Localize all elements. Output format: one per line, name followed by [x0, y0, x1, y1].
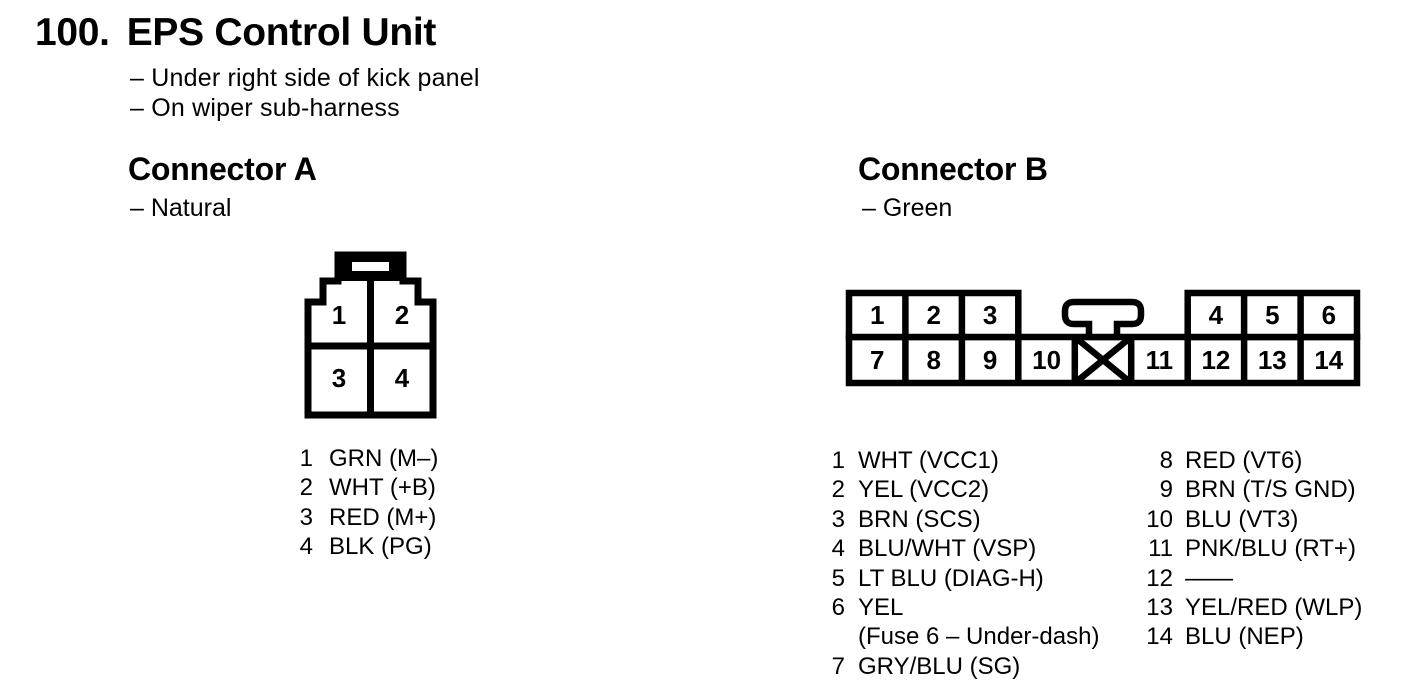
pin-row-b10: 10 BLU (VT3)	[1142, 505, 1362, 534]
pin-row-b8: 8 RED (VT6)	[1142, 446, 1362, 475]
pin-wire-label: BRN (T/S GND)	[1185, 476, 1356, 504]
pin-wire-label: YEL	[858, 594, 904, 622]
pin-number: 3	[831, 505, 845, 533]
pin-number: 14	[1146, 623, 1173, 651]
location-note-1: – Under right side of kick panel	[130, 64, 480, 92]
connector-b-cavity-7: 7	[870, 345, 884, 375]
pin-number: 2	[831, 476, 845, 504]
pin-row-b6: 6 YEL (Fuse 6 – Under-dash)	[831, 593, 1100, 652]
connector-b-diagram: 1 2 3 4 5 6 7 8 9 10 11 12 13 14	[845, 289, 1361, 387]
connector-b-pin-list-right: 8 RED (VT6) 9 BRN (T/S GND) 10 BLU (VT3)…	[1142, 446, 1362, 652]
connector-b-top-right-block	[1184, 289, 1361, 341]
connector-b-cavity-10: 10	[1032, 345, 1061, 375]
pin-number: 13	[1146, 594, 1173, 622]
connector-b-cavity-9: 9	[983, 345, 997, 375]
pin-row-b13: 13 YEL/RED (WLP)	[1142, 593, 1362, 622]
pin-wire-label: BRN (SCS)	[858, 505, 981, 533]
pin-row-a1: 1 GRN (M–)	[299, 444, 439, 473]
pin-number: 6	[831, 594, 845, 622]
connector-b-top-left-block	[845, 289, 1022, 341]
pin-number: 7	[831, 652, 845, 680]
pin-number: 3	[299, 503, 313, 531]
pin-wire-label: GRN (M–)	[329, 445, 439, 472]
connector-latch-icon	[1061, 298, 1145, 341]
connector-a-cavity-2: 2	[395, 300, 409, 330]
pin-wire-label: YEL (VCC2)	[858, 476, 990, 504]
connector-a-lock-tab-icon	[335, 252, 406, 281]
pin-row-a4: 4 BLK (PG)	[299, 532, 438, 561]
connector-b-color-note: – Green	[862, 194, 953, 222]
connector-b-pin-list-left: 1 WHT (VCC1) 2 YEL (VCC2) 3 BRN (SCS) 4 …	[831, 446, 1100, 681]
pin-number: 4	[831, 535, 845, 563]
pin-number: 10	[1146, 505, 1173, 533]
pin-row-b9: 9 BRN (T/S GND)	[1142, 475, 1362, 504]
connector-a-heading: Connector A	[128, 151, 317, 187]
connector-b-cavity-13: 13	[1258, 345, 1287, 375]
pin-number: 9	[1159, 476, 1173, 504]
pin-row-a3: 3 RED (M+)	[299, 503, 438, 532]
pin-wire-label: RED (VT6)	[1185, 447, 1303, 474]
pin-wire-label: BLU/WHT (VSP)	[858, 535, 1037, 563]
connector-a-color-note: – Natural	[130, 194, 232, 222]
connector-b-cavity-4: 4	[1209, 300, 1224, 330]
connector-b-cavity-11: 11	[1146, 345, 1174, 375]
pin-number: 1	[831, 447, 845, 474]
crossed-cavity-icon	[1072, 334, 1134, 386]
connector-b-cavity-3: 3	[983, 300, 997, 330]
pin-number: 11	[1148, 535, 1173, 563]
pin-number: 12	[1146, 564, 1173, 592]
pin-row-b11: 11 PNK/BLU (RT+)	[1142, 534, 1362, 563]
pin-row-b4: 4 BLU/WHT (VSP)	[831, 534, 1099, 563]
connector-b-cavity-12: 12	[1201, 345, 1230, 375]
pin-row-b1: 1 WHT (VCC1)	[831, 446, 1099, 475]
pin-number: 4	[299, 533, 313, 561]
pin-number: 1	[299, 445, 313, 472]
pin-wire-label: RED (M+)	[329, 503, 437, 531]
page-title: 100. EPS Control Unit	[35, 10, 436, 56]
pin-wire-label: BLU (VT3)	[1185, 505, 1299, 533]
pin-wire-label: PNK/BLU (RT+)	[1185, 535, 1356, 563]
connector-b-cavity-14: 14	[1314, 345, 1343, 375]
pin-row-b7: 7 GRY/BLU (SG)	[831, 652, 1099, 681]
pin-number: 8	[1159, 447, 1173, 474]
pin-wire-label: ——	[1185, 564, 1233, 592]
connector-b-cavity-8: 8	[926, 345, 940, 375]
connector-b-cavity-1: 1	[870, 300, 884, 330]
pin-wire-label: BLU (NEP)	[1185, 623, 1304, 651]
pin-wire-label: WHT (VCC1)	[858, 447, 999, 474]
pin-wire-label-group: YEL (Fuse 6 – Under-dash)	[858, 593, 1099, 652]
connector-b-cavity-6: 6	[1322, 300, 1336, 330]
item-title: EPS Control Unit	[126, 11, 437, 54]
pin-wire-label: WHT (+B)	[329, 474, 436, 502]
pin-wire-label: LT BLU (DIAG-H)	[858, 564, 1044, 592]
pin-wire-label: GRY/BLU (SG)	[858, 652, 1021, 680]
pin-row-b3: 3 BRN (SCS)	[831, 505, 1099, 534]
connector-a-cavity-4: 4	[395, 363, 410, 393]
pin-number: 5	[831, 564, 845, 592]
connector-b-heading: Connector B	[858, 151, 1048, 187]
connector-a-cavity-1: 1	[332, 300, 346, 330]
connector-a-cavity-3: 3	[332, 363, 346, 393]
pin-row-b14: 14 BLU (NEP)	[1142, 622, 1362, 651]
location-note-2: – On wiper sub-harness	[130, 93, 400, 122]
pin-row-b5: 5 LT BLU (DIAG-H)	[831, 564, 1099, 593]
connector-a-pin-list: 1 GRN (M–) 2 WHT (+B) 3 RED (M+) 4 BLK (…	[299, 444, 439, 562]
connector-b-cavity-5: 5	[1265, 300, 1279, 330]
pin-row-a2: 2 WHT (+B)	[299, 473, 438, 502]
pin-wire-sublabel: (Fuse 6 – Under-dash)	[858, 623, 1100, 651]
connector-b-cavity-2: 2	[926, 300, 940, 330]
connector-a-diagram: 1 2 3 4	[304, 251, 437, 419]
pin-number: 2	[299, 474, 313, 502]
pin-row-b2: 2 YEL (VCC2)	[831, 475, 1099, 504]
pin-wire-label: YEL/RED (WLP)	[1185, 594, 1363, 622]
pin-row-b12: 12 ——	[1142, 564, 1362, 593]
location-notes: – Under right side of kick panel – On wi…	[130, 64, 480, 123]
pin-wire-label: BLK (PG)	[329, 533, 432, 561]
item-number: 100.	[35, 11, 110, 54]
